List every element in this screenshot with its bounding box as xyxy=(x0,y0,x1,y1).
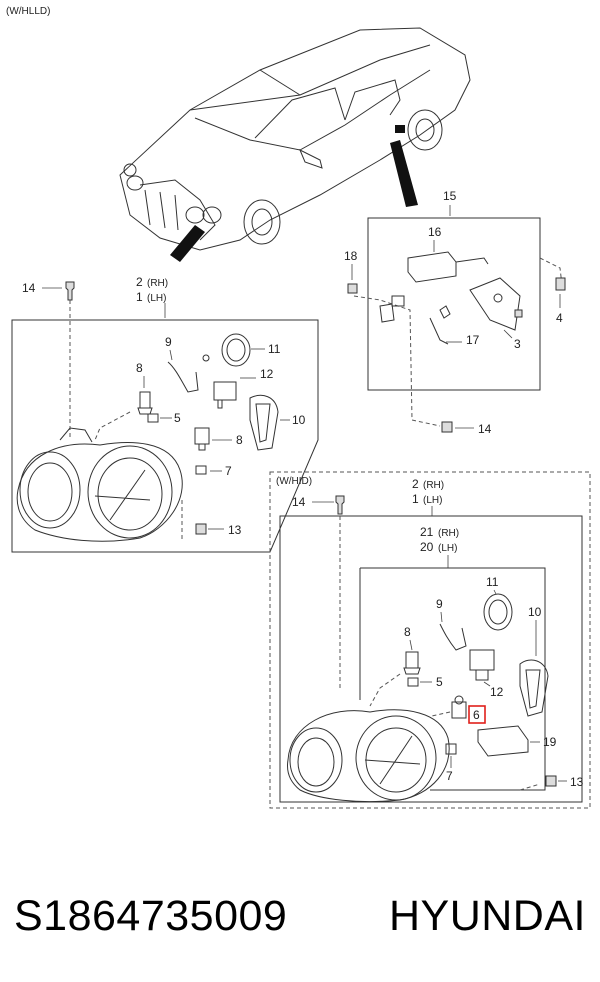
callout-8-hid: 8 xyxy=(404,625,411,639)
callout-17: 17 xyxy=(466,333,480,347)
callout-9-hid: 9 xyxy=(436,597,443,611)
callout-16: 16 xyxy=(428,225,442,239)
callout-10-hid: 10 xyxy=(528,605,542,619)
callout-2-hid: 2 xyxy=(412,477,419,491)
highlight-box xyxy=(468,705,486,724)
callout-11-a: 11 xyxy=(268,342,281,356)
callout-2: 2 xyxy=(136,275,143,289)
callout-13-hid: 13 xyxy=(570,775,584,789)
hid-headlamp-assembly: (W/HID) 2 (RH) 1 (LH) 14 21 (RH) 20 (LH)… xyxy=(269,471,591,809)
callout-rh-21: (RH) xyxy=(438,528,459,539)
callout-14-a: 14 xyxy=(22,281,36,295)
callout-20: 20 xyxy=(420,540,434,554)
callout-lh-hid: (LH) xyxy=(423,495,442,506)
callout-9-a: 9 xyxy=(165,335,172,349)
callout-13-a: 13 xyxy=(228,523,242,537)
callout-15: 15 xyxy=(443,189,457,203)
callout-lh-20: (LH) xyxy=(438,543,457,554)
leveling-actuator-inset: 15 16 18 17 3 4 14 xyxy=(344,189,566,436)
callout-7-a: 7 xyxy=(225,464,232,478)
car-illustration xyxy=(119,27,471,262)
callout-19: 19 xyxy=(543,735,557,749)
callout-lh: (LH) xyxy=(147,293,166,304)
part-number-footer: S1864735009 HYUNDAI xyxy=(0,876,600,956)
callout-rh-hid: (RH) xyxy=(423,480,444,491)
callout-14-c: 14 xyxy=(292,495,306,509)
variant-label-hlld: (W/HLLD) xyxy=(6,6,50,17)
callout-1: 1 xyxy=(136,290,143,304)
callout-5-hid: 5 xyxy=(436,675,443,689)
callout-rh: (RH) xyxy=(147,278,168,289)
callout-11-hid: 11 xyxy=(486,575,499,589)
callout-10-a: 10 xyxy=(292,413,306,427)
brand-name: HYUNDAI xyxy=(388,891,586,940)
hlld-headlamp-assembly: 2 (RH) 1 (LH) 14 8 9 5 8 7 xyxy=(11,275,319,553)
callout-18: 18 xyxy=(344,249,358,263)
callout-12-a: 12 xyxy=(260,367,274,381)
part-number: S1864735009 xyxy=(14,891,288,940)
callout-4: 4 xyxy=(556,311,563,325)
callout-21: 21 xyxy=(420,525,434,539)
callout-7-hid: 7 xyxy=(446,769,453,783)
callout-12-hid: 12 xyxy=(490,685,504,699)
callout-6: 6 xyxy=(473,708,480,722)
callout-8-b: 8 xyxy=(236,433,243,447)
callout-1-hid: 1 xyxy=(412,492,419,506)
callout-14-b: 14 xyxy=(478,422,492,436)
callout-5-a: 5 xyxy=(174,411,181,425)
variant-label-hid: (W/HID) xyxy=(276,476,312,487)
parts-diagram: (W/HLLD) 2 (RH) 1 (LH) 14 xyxy=(6,6,591,809)
callout-3: 3 xyxy=(514,337,521,351)
callout-8-a: 8 xyxy=(136,361,143,375)
